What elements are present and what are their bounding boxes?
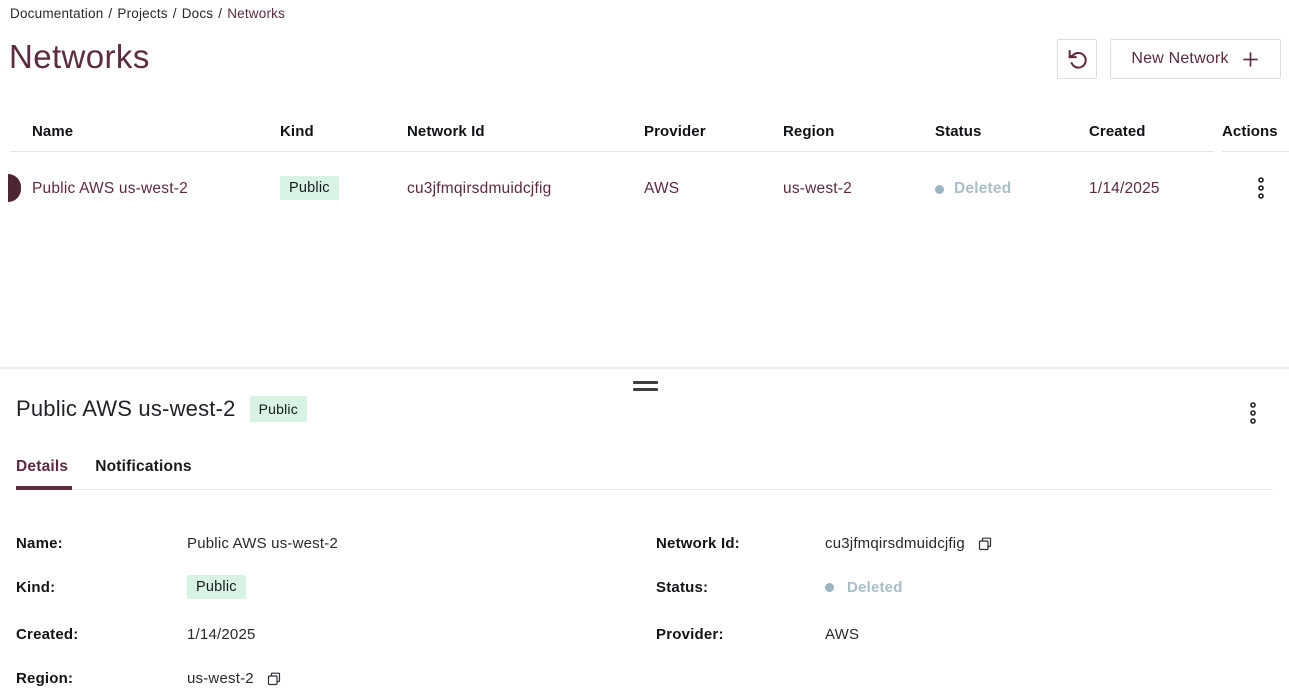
breadcrumb-separator: / <box>172 6 177 21</box>
panel-tabs: Details Notifications <box>16 458 192 476</box>
field-value-status: Deleted <box>825 579 903 596</box>
status-label: Deleted <box>954 180 1012 197</box>
column-header-provider[interactable]: Provider <box>644 123 706 140</box>
kebab-icon <box>1257 176 1265 200</box>
breadcrumb-docs[interactable]: Docs <box>181 6 214 21</box>
field-value-name: Public AWS us-west-2 <box>187 535 338 552</box>
row-cell-provider: AWS <box>644 180 680 197</box>
breadcrumb-separator: / <box>108 6 113 21</box>
tabs-divider <box>16 489 1273 490</box>
kind-badge: Public <box>280 176 339 200</box>
row-cell-created: 1/14/2025 <box>1089 180 1160 197</box>
new-network-button[interactable]: New Network <box>1110 39 1281 79</box>
copy-icon <box>978 537 992 551</box>
table-header-divider-actions <box>1222 151 1289 152</box>
panel-actions-menu-button[interactable] <box>1242 399 1264 427</box>
region-value-text: us-west-2 <box>187 670 254 687</box>
panel-resize-handle[interactable] <box>619 376 671 396</box>
row-cell-status: Deleted <box>935 180 1011 198</box>
column-header-region[interactable]: Region <box>783 123 835 140</box>
tab-details[interactable]: Details <box>16 458 69 475</box>
breadcrumb-documentation[interactable]: Documentation <box>10 6 104 21</box>
column-header-actions: Actions <box>1222 123 1278 140</box>
field-value-kind: Public <box>187 575 246 599</box>
tab-notifications[interactable]: Notifications <box>95 458 192 475</box>
status-dot <box>935 184 944 194</box>
copy-icon <box>267 672 281 686</box>
field-value-network-id: cu3jfmqirsdmuidcjfig <box>825 535 992 552</box>
field-value-provider: AWS <box>825 626 860 643</box>
field-label-name: Name: <box>16 535 63 552</box>
field-label-region: Region: <box>16 670 74 687</box>
column-header-name[interactable]: Name <box>32 123 74 140</box>
new-network-label: New Network <box>1131 50 1229 67</box>
row-cell-name[interactable]: Public AWS us-west-2 <box>32 180 188 197</box>
panel-kind-badge: Public <box>249 396 307 422</box>
column-header-status[interactable]: Status <box>935 123 982 140</box>
table-header-divider <box>10 151 1214 152</box>
drag-handle-bar <box>632 381 658 384</box>
row-cell-kind: Public <box>280 176 339 200</box>
drag-handle-bar <box>632 388 658 391</box>
field-value-created: 1/14/2025 <box>187 626 256 643</box>
status-label: Deleted <box>847 579 903 596</box>
refresh-button[interactable] <box>1057 39 1097 79</box>
field-label-status: Status: <box>656 579 709 596</box>
copy-network-id-button[interactable] <box>978 537 992 551</box>
panel-header: Public AWS us-west-2 Public <box>16 396 307 422</box>
page-title: Networks <box>9 38 150 75</box>
breadcrumb-separator: / <box>218 6 223 21</box>
panel-detail-kind-badge: Public <box>187 575 246 599</box>
breadcrumb: Documentation / Projects / Docs / Networks <box>10 6 285 21</box>
column-header-created[interactable]: Created <box>1089 123 1146 140</box>
network-id-value-text: cu3jfmqirsdmuidcjfig <box>825 535 965 552</box>
column-header-kind[interactable]: Kind <box>280 123 314 140</box>
kebab-icon <box>1249 401 1257 425</box>
row-actions-menu-button[interactable] <box>1250 174 1272 202</box>
row-cell-region: us-west-2 <box>783 180 852 197</box>
panel-title: Public AWS us-west-2 <box>16 396 236 421</box>
field-label-provider: Provider: <box>656 626 724 643</box>
status-dot <box>825 583 834 592</box>
field-label-created: Created: <box>16 626 79 643</box>
field-label-kind: Kind: <box>16 579 56 596</box>
copy-region-button[interactable] <box>267 672 281 686</box>
plus-icon <box>1241 50 1260 69</box>
breadcrumb-current-networks: Networks <box>227 6 286 21</box>
active-tab-indicator <box>16 486 72 490</box>
selected-row-indicator <box>8 174 21 202</box>
panel-split-divider <box>0 367 1289 369</box>
breadcrumb-projects[interactable]: Projects <box>117 6 168 21</box>
column-header-network-id[interactable]: Network Id <box>407 123 485 140</box>
field-label-network-id: Network Id: <box>656 535 740 552</box>
refresh-icon <box>1066 48 1088 70</box>
row-cell-network-id[interactable]: cu3jfmqirsdmuidcjfig <box>407 180 552 197</box>
field-value-region: us-west-2 <box>187 670 281 687</box>
